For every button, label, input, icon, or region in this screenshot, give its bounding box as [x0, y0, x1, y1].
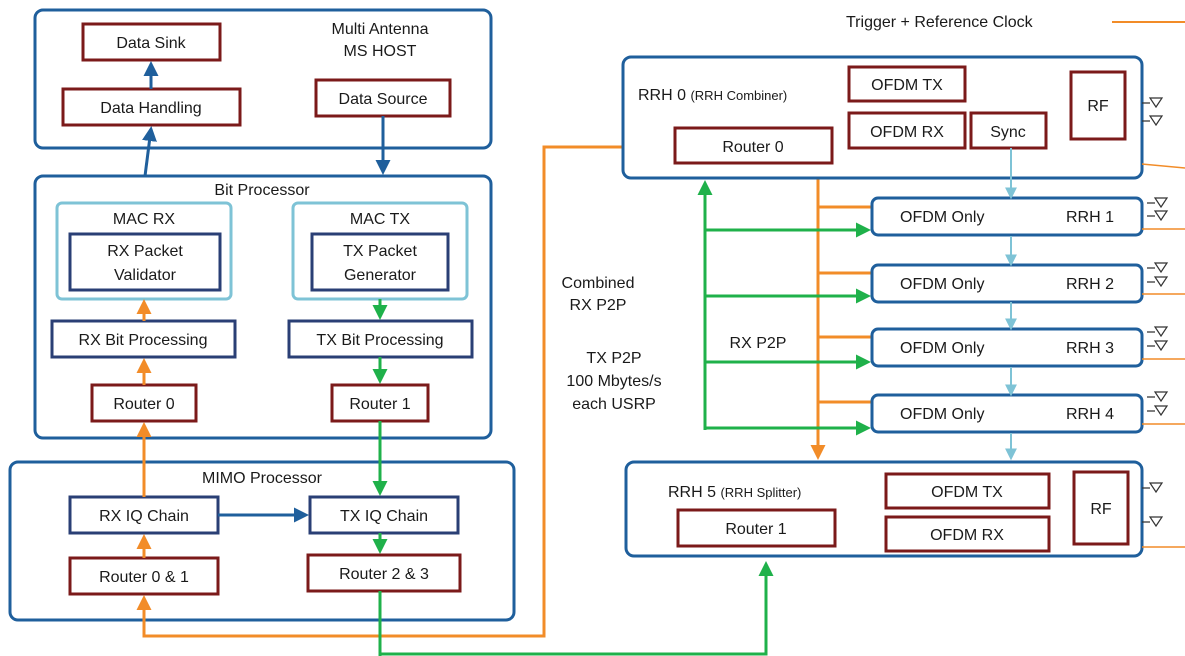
mimo-processor-title: MIMO Processor: [202, 470, 323, 487]
bit-processor-box: [33, 174, 493, 440]
bit-router0-label: Router 0: [113, 396, 174, 413]
rrh0-rf-label: RF: [1087, 98, 1109, 115]
data-sink-box[interactable]: [81, 22, 222, 62]
rx-bit-processing-label: RX Bit Processing: [79, 332, 208, 349]
tx-green-bus: [378, 561, 774, 656]
rrh0-ofdm-rx-box[interactable]: [847, 111, 967, 150]
antenna-icon: [1142, 482, 1164, 494]
rrh5-router-box[interactable]: [676, 508, 837, 548]
data-handling-label: Data Handling: [100, 100, 201, 117]
tx-p2p-line1: TX P2P: [586, 350, 641, 367]
tx-p2p-line2: 100 Mbytes/s: [566, 373, 661, 390]
rrh0-router-label: Router 0: [722, 139, 783, 156]
combined-label-line1: Combined: [562, 275, 635, 292]
rx-iq-chain-label: RX IQ Chain: [99, 508, 189, 525]
mac-rx-label: MAC RX: [113, 211, 176, 228]
tx-bit-processing-box[interactable]: [287, 319, 474, 359]
antenna-icon: [1147, 326, 1169, 338]
rrh5-ofdm-rx-label: OFDM RX: [930, 527, 1004, 544]
rrh1-ofdm-only-label: OFDM Only: [900, 209, 984, 226]
data-sink-label: Data Sink: [116, 35, 186, 52]
tx-iq-chain-box[interactable]: [308, 495, 460, 535]
rrh5-ofdm-rx-box[interactable]: [884, 515, 1051, 553]
rrh5-rf-box[interactable]: [1072, 470, 1130, 546]
rrh2-ofdm-only-label: OFDM Only: [900, 276, 984, 293]
tx-packet-generator-line2: Generator: [344, 267, 417, 284]
rrh5-rf-label: RF: [1090, 501, 1112, 518]
rrh5-ofdm-tx-label: OFDM TX: [931, 484, 1003, 501]
antenna-icon: [1142, 516, 1164, 528]
antenna-icon: [1147, 210, 1169, 222]
clock-stub-rrh0: [1141, 163, 1185, 169]
router01-label: Router 0 & 1: [99, 569, 189, 586]
data-source-box[interactable]: [314, 78, 452, 118]
rrh0-rf-box[interactable]: [1069, 70, 1127, 141]
mimo-processor-box: [8, 460, 516, 622]
router23-label: Router 2 & 3: [339, 566, 429, 583]
tx-bit-processing-label: TX Bit Processing: [316, 332, 443, 349]
rrh0-ofdm-tx-box[interactable]: [847, 65, 967, 103]
rrh4-name-label: RRH 4: [1066, 406, 1114, 423]
rrh0-ofdm-tx-label: OFDM TX: [871, 77, 943, 94]
rrh5-title: RRH 5 (RRH Splitter): [668, 484, 801, 501]
bit-to-handling-arrow: [142, 126, 157, 177]
tx-p2p-line3: each USRP: [572, 396, 656, 413]
antenna-icon: [1147, 197, 1169, 209]
antenna-group: [1142, 97, 1169, 528]
rx-packet-validator-box[interactable]: [68, 232, 222, 292]
legend-trigger-clock: Trigger + Reference Clock: [846, 14, 1034, 31]
data-source-label: Data Source: [339, 91, 428, 108]
rrh0-sync-box[interactable]: [969, 111, 1048, 150]
bit-router1-label: Router 1: [349, 396, 410, 413]
rrh0-ofdm-rx-label: OFDM RX: [870, 124, 944, 141]
rrh5-ofdm-tx-box[interactable]: [884, 472, 1051, 510]
rrh2-name-label: RRH 2: [1066, 276, 1114, 293]
rrh0-sync-label: Sync: [990, 124, 1026, 141]
antenna-icon: [1147, 262, 1169, 274]
mac-tx-label: MAC TX: [350, 211, 410, 228]
combined-rx-orange-path: [136, 145, 676, 638]
rrh3-name-label: RRH 3: [1066, 340, 1114, 357]
router23-box[interactable]: [306, 553, 462, 593]
antenna-icon: [1142, 97, 1164, 109]
tx-packet-generator-box[interactable]: [310, 232, 450, 292]
rx-p2p-label: RX P2P: [730, 335, 787, 352]
combined-label-line2: RX P2P: [570, 297, 627, 314]
rrh4-ofdm-only-label: OFDM Only: [900, 406, 984, 423]
antenna-icon: [1147, 391, 1169, 403]
host-title-line1: Multi Antenna: [332, 21, 429, 38]
tx-iq-chain-label: TX IQ Chain: [340, 508, 428, 525]
rx-packet-validator-line1: RX Packet: [107, 243, 183, 260]
data-handling-box[interactable]: [61, 87, 242, 127]
router01-box[interactable]: [68, 556, 220, 596]
tx-packet-generator-line1: TX Packet: [343, 243, 417, 260]
host-title-line2: MS HOST: [344, 43, 417, 60]
rrh0-router-box[interactable]: [673, 126, 834, 165]
rx-packet-validator-line2: Validator: [114, 267, 177, 284]
rrh5-router-label: Router 1: [725, 521, 786, 538]
host-box: [33, 8, 493, 150]
antenna-icon: [1142, 115, 1164, 127]
antenna-icon: [1147, 276, 1169, 288]
antenna-icon: [1147, 405, 1169, 417]
rrh1-name-label: RRH 1: [1066, 209, 1114, 226]
rrh3-ofdm-only-label: OFDM Only: [900, 340, 984, 357]
rrh0-title: RRH 0 (RRH Combiner): [638, 87, 787, 104]
bit-processor-title: Bit Processor: [214, 182, 310, 199]
antenna-icon: [1147, 340, 1169, 352]
